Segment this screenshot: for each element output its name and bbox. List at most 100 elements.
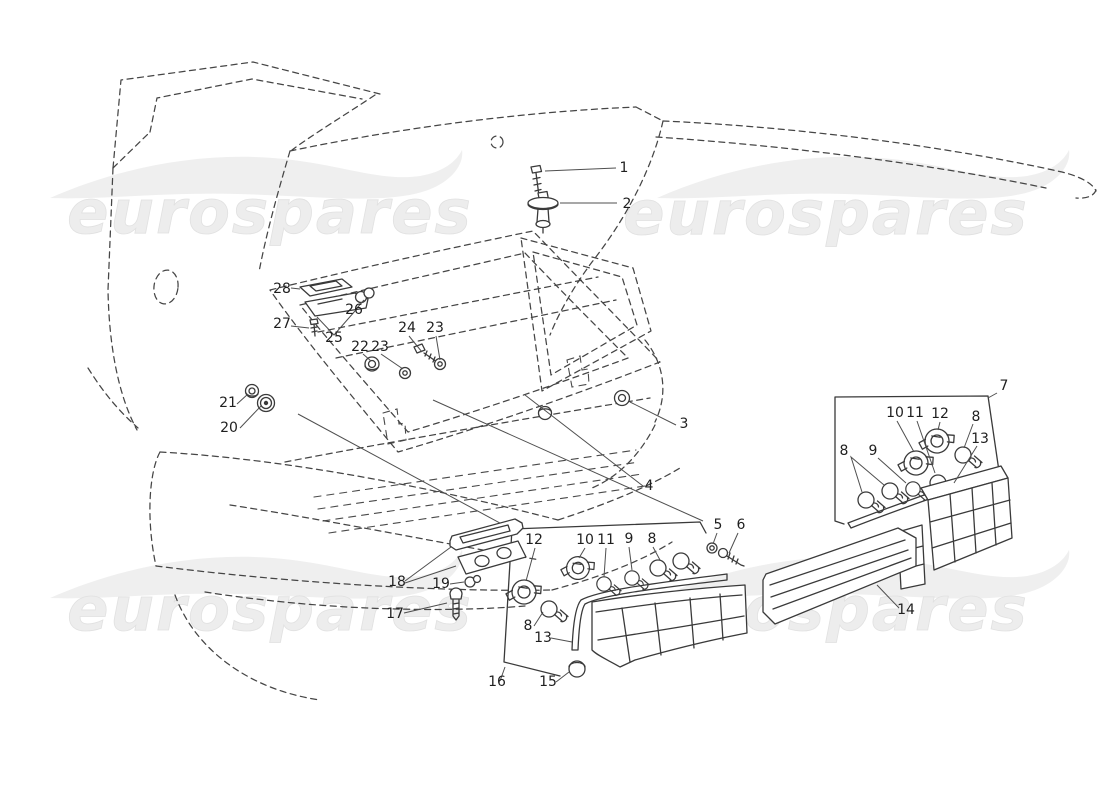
housing-front-face [927, 477, 1013, 571]
trunk-floor-line-1 [317, 276, 599, 333]
nut-flange [364, 365, 379, 371]
part-2-striker [527, 190, 559, 234]
screw-head [717, 547, 729, 559]
callout-label-27: 27 [273, 316, 291, 332]
leader-12b [525, 547, 536, 582]
screw-shaft [452, 599, 460, 621]
nut-inner [367, 359, 377, 369]
grommet-inner [617, 393, 627, 403]
callout-label-8: 8 [648, 531, 657, 547]
plug-body [568, 660, 586, 678]
callout-label-20: 20 [220, 420, 238, 436]
grommet-outer [613, 389, 631, 407]
watermark-text: eurospares [623, 178, 1029, 249]
leader-8d [533, 611, 544, 627]
leader-23a [380, 353, 404, 370]
leader-25 [316, 310, 356, 336]
callout-label-16: 16 [488, 674, 506, 690]
hatch-lid-left-edge [258, 150, 291, 273]
part-14-center-panel [762, 527, 917, 625]
part-23-washer-upper [433, 357, 447, 371]
part-27-latch-screw [309, 318, 319, 337]
leader-11b [603, 547, 607, 578]
deck-line-upper [662, 120, 1097, 192]
lens-top-band [595, 594, 743, 613]
part-8-bulb-box16-b [672, 552, 701, 575]
lens-dividers [621, 593, 724, 663]
leader-15 [555, 671, 570, 683]
part-10-bulbholder-box16 [558, 552, 598, 584]
license-recess-hatch-2 [317, 461, 640, 510]
callout-label-28: 28 [273, 281, 291, 297]
part-25-latch-body [304, 292, 369, 317]
hatch-lid-top-edge [289, 106, 637, 152]
part-8-bulb-box7-left [857, 491, 886, 514]
part-22-nut [364, 356, 380, 372]
part-21-nut [244, 383, 260, 399]
callout-label-26: 26 [345, 302, 363, 318]
hatch-lid-corner [635, 106, 664, 122]
watermark-bottom-left: eurospares [50, 550, 471, 645]
washer-outer [433, 357, 447, 371]
leader-21 [236, 393, 249, 405]
trunk-floor-line-2 [335, 299, 617, 359]
washer-inner [437, 361, 443, 367]
license-light-bezel-slot [459, 524, 511, 544]
leader-23b [435, 335, 441, 361]
license-light-socket-left [474, 554, 490, 568]
leader-14 [876, 584, 900, 609]
fuel-filler-cap [153, 269, 179, 305]
part-23-washer-lower [398, 366, 412, 380]
bumper-right-lower [551, 541, 673, 591]
hatch-lid-right-edge [549, 120, 664, 336]
screw-head [530, 164, 543, 174]
part-8-bulb-box16-lower [540, 600, 569, 623]
callout-label-5: 5 [714, 517, 723, 533]
striker-plate-rim [527, 203, 559, 211]
part-4-plug [537, 405, 553, 421]
striker-foot [535, 219, 551, 229]
panel-outline [762, 527, 917, 625]
leader-28 [290, 287, 301, 290]
plug-rim [568, 661, 586, 668]
part-20-grommet [256, 393, 276, 413]
latch-screw-shaft [310, 323, 318, 337]
callout-label-3: 3 [680, 416, 689, 432]
leader-3 [629, 401, 677, 426]
leader-27 [290, 325, 310, 329]
lower-body-arc [174, 594, 321, 701]
leader-8c [652, 546, 661, 561]
nut-outer [706, 542, 718, 554]
latch-plate-slot [309, 280, 343, 292]
callout-label-9: 9 [869, 443, 878, 459]
emblem-mark [490, 135, 504, 149]
bumper-bottom-edge [155, 565, 553, 591]
part-1-screw [530, 164, 543, 197]
bulb-base [472, 574, 482, 584]
nut-outer [364, 356, 380, 372]
leader-1 [544, 167, 617, 172]
seal-strip [571, 573, 728, 651]
leader-4 [524, 394, 644, 487]
callout-label-22: 22 [351, 339, 369, 355]
hinge-area-line [291, 94, 376, 151]
callout-label-10: 10 [576, 532, 594, 548]
callout-label-10: 10 [886, 405, 904, 421]
plug-rim [538, 408, 552, 412]
washer-outer [398, 366, 412, 380]
nut-inner [709, 545, 715, 551]
part-17-screw [449, 587, 463, 621]
leader-19 [449, 581, 465, 585]
bumper-valance [204, 591, 526, 611]
callout-label-23: 23 [426, 320, 444, 336]
box-7-outline [834, 395, 1001, 525]
washer-inner [402, 370, 408, 376]
watermark-top-left: eurospares [50, 150, 471, 248]
trunk-aperture-sill [299, 252, 629, 433]
left-lower-crease [87, 367, 139, 429]
grommet-ring [259, 396, 273, 410]
callout-label-25: 25 [325, 330, 343, 346]
